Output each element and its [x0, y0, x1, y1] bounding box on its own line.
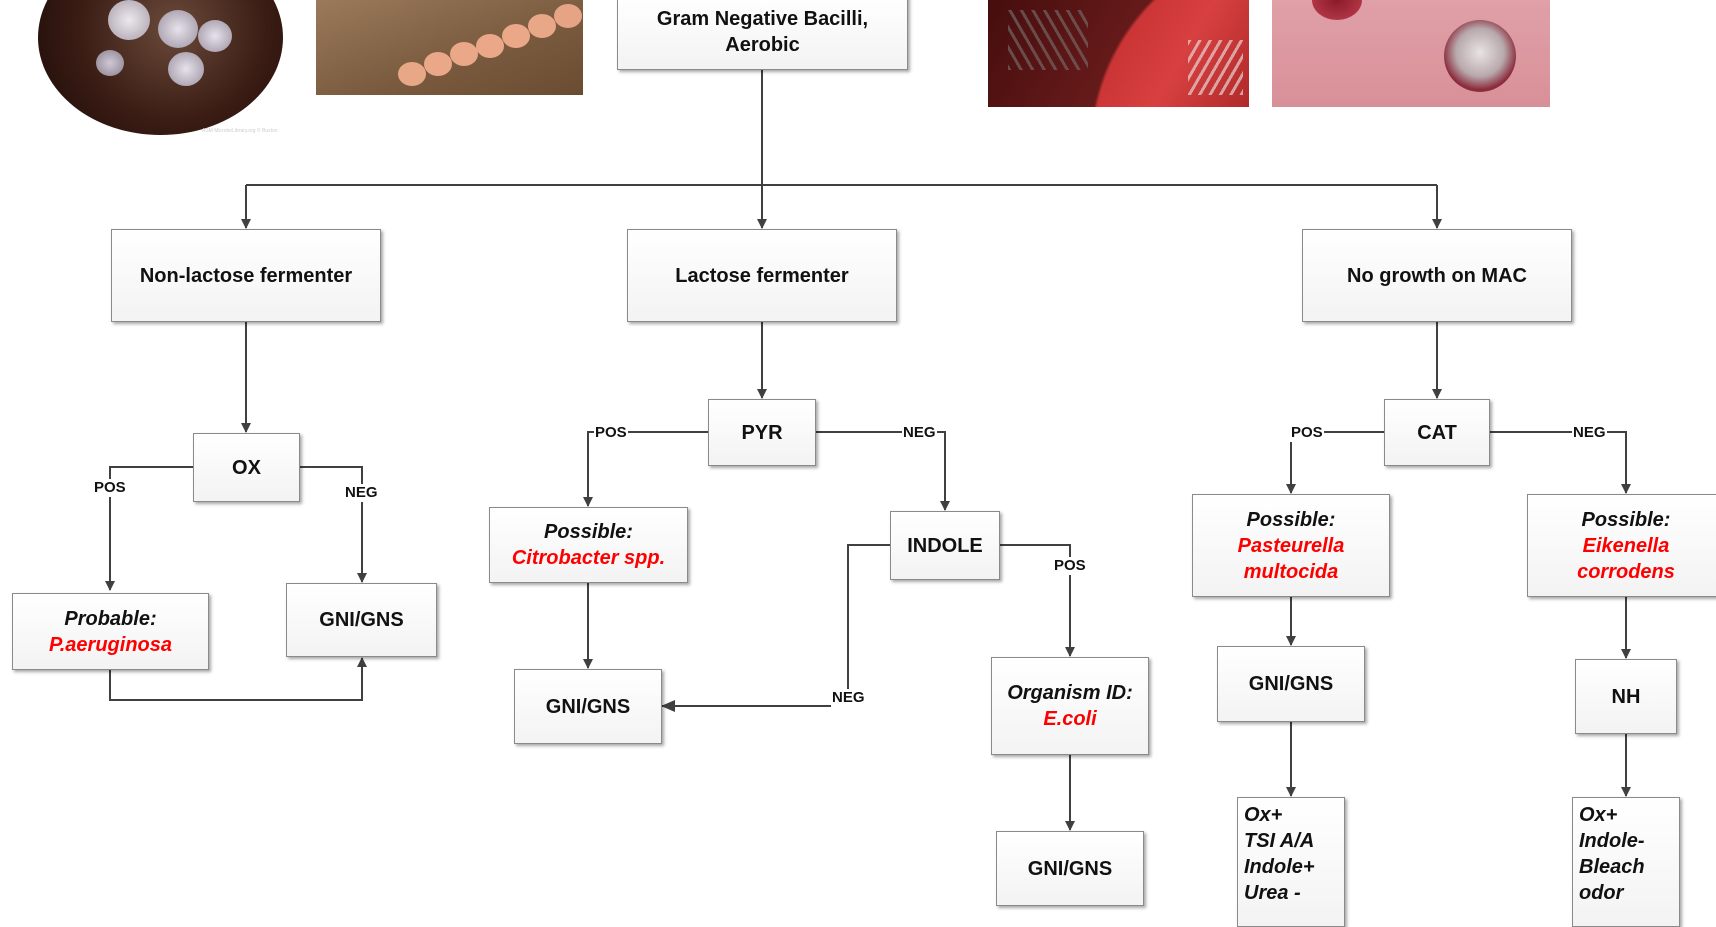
- pyr-neg-label: NEG: [902, 424, 937, 442]
- note-line: TSI A/A: [1244, 830, 1315, 852]
- eikenella-prefix: Possible:: [1581, 508, 1671, 531]
- paeruginosa-prefix: Probable:: [64, 607, 157, 630]
- note-line: Urea -: [1244, 882, 1301, 904]
- note-line: Indole-: [1579, 830, 1645, 852]
- note-line: Bleach: [1579, 856, 1645, 878]
- eikenella-organism-line1: Eikenella: [1582, 534, 1670, 557]
- note-line: Indole+: [1244, 856, 1315, 878]
- ox-pos-label: POS: [93, 479, 127, 497]
- pasteurella-prefix: Possible:: [1246, 508, 1336, 531]
- indole-test-node: INDOLE: [890, 511, 1000, 580]
- gni-gns-node-pasteurella: GNI/GNS: [1217, 646, 1365, 722]
- ox-test-node: OX: [193, 433, 300, 502]
- root-node: Gram Negative Bacilli, Aerobic: [617, 0, 908, 70]
- gni-gns-label: GNI/GNS: [545, 695, 631, 718]
- culture-plate-photo-colonies: [316, 0, 583, 95]
- note-line: Ox+: [1579, 804, 1618, 826]
- citrobacter-prefix: Possible:: [544, 521, 633, 543]
- note-line: Ox+: [1244, 804, 1283, 826]
- paeruginosa-result-node: Probable: P.aeruginosa: [12, 593, 209, 670]
- ox-test-label: OX: [232, 456, 261, 479]
- pyr-pos-label: POS: [594, 424, 628, 442]
- non-lactose-fermenter-label: Non-lactose fermenter: [139, 264, 353, 287]
- pyr-test-label: PYR: [741, 421, 783, 444]
- gni-gns-label: GNI/GNS: [319, 609, 404, 631]
- gni-gns-label: GNI/GNS: [1248, 673, 1334, 695]
- ecoli-prefix: Organism ID:: [1007, 682, 1133, 704]
- gni-gns-node-ox: GNI/GNS: [286, 583, 437, 657]
- indole-pos-label: POS: [1053, 557, 1087, 575]
- citrobacter-result-node: Possible: Citrobacter spp.: [489, 507, 688, 583]
- ecoli-result-node: Organism ID: E.coli: [991, 657, 1149, 755]
- colony-closeup-photo: [1272, 0, 1550, 107]
- no-growth-on-mac-label: No growth on MAC: [1347, 264, 1527, 287]
- indole-neg-label: NEG: [831, 689, 866, 707]
- paeruginosa-organism: P.aeruginosa: [48, 633, 173, 656]
- cat-neg-label: NEG: [1572, 424, 1607, 442]
- blood-agar-plate-photo: [988, 0, 1249, 107]
- eikenella-result-node: Possible: Eikenella corrodens: [1527, 494, 1716, 597]
- pasteurella-organism-line2: multocida: [1243, 560, 1339, 583]
- gni-gns-label: GNI/GNS: [1027, 857, 1113, 880]
- no-growth-on-mac-node: No growth on MAC: [1302, 229, 1572, 322]
- gni-gns-node-citrobacter: GNI/GNS: [514, 669, 662, 744]
- root-line1: Gram Negative Bacilli,: [656, 8, 869, 30]
- indole-test-label: INDOLE: [907, 534, 983, 557]
- citrobacter-organism: Citrobacter spp.: [511, 547, 666, 569]
- ecoli-organism: E.coli: [1043, 708, 1097, 730]
- root-line2: Aerobic: [725, 34, 800, 56]
- lactose-fermenter-label: Lactose fermenter: [675, 264, 849, 287]
- photo-credit: ASM MicrobeLibrary.org © Buxton: [202, 128, 278, 134]
- pasteurella-result-node: Possible: Pasteurella multocida: [1192, 494, 1390, 597]
- gni-gns-node-ecoli: GNI/GNS: [996, 831, 1144, 906]
- pyr-test-node: PYR: [708, 399, 816, 466]
- pasteurella-notes-node: Ox+ TSI A/A Indole+ Urea -: [1237, 797, 1345, 927]
- cat-test-node: CAT: [1384, 399, 1490, 466]
- lactose-fermenter-node: Lactose fermenter: [627, 229, 897, 322]
- pasteurella-organism-line1: Pasteurella: [1237, 534, 1345, 557]
- nh-test-node: NH: [1575, 659, 1677, 734]
- nh-test-label: NH: [1611, 685, 1641, 708]
- ox-neg-label: NEG: [344, 484, 379, 502]
- cat-pos-label: POS: [1290, 424, 1324, 442]
- eikenella-notes-node: Ox+ Indole- Bleach odor: [1572, 797, 1680, 927]
- eikenella-organism-line2: corrodens: [1577, 560, 1675, 583]
- note-line: odor: [1579, 882, 1624, 904]
- non-lactose-fermenter-node: Non-lactose fermenter: [111, 229, 381, 322]
- cat-test-label: CAT: [1417, 421, 1457, 444]
